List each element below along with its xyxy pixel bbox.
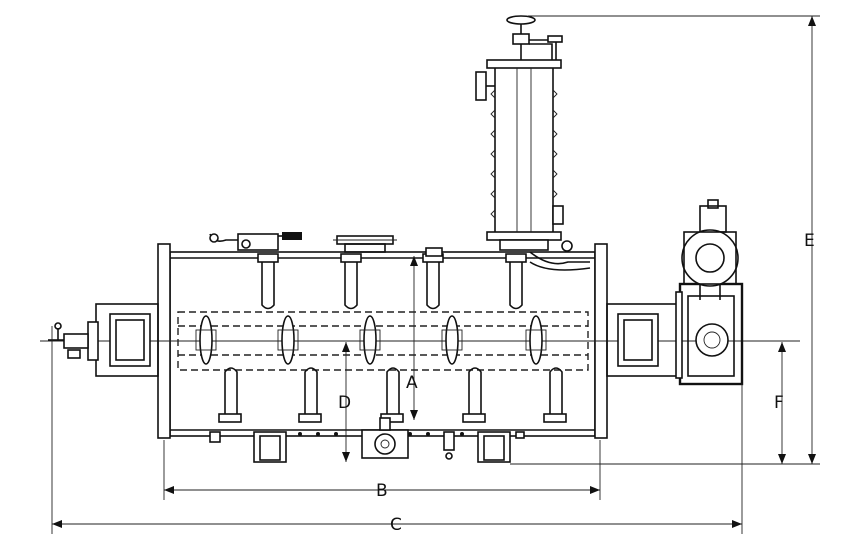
dimension-label-b: B	[376, 481, 388, 501]
dimension-f: F	[774, 342, 786, 464]
bottom-small-valves	[209, 431, 525, 460]
dimension-label-e: E	[804, 231, 815, 251]
discharge-chute	[529, 251, 591, 271]
dimension-label-a: A	[406, 373, 418, 393]
dimension-label-d: D	[338, 393, 351, 413]
vapor-condenser-column	[475, 59, 573, 252]
agitator-discs	[195, 315, 547, 365]
right-bearing-housing	[606, 303, 680, 377]
agitator-disc	[441, 315, 463, 365]
agitator-disc	[195, 315, 217, 365]
bottom-heating-pipes	[218, 367, 567, 423]
handwheel-valve-top	[506, 15, 563, 60]
dimension-c: C	[51, 326, 743, 535]
discharge-valve	[361, 417, 409, 459]
agitator-disc	[525, 315, 547, 365]
dimension-e: E	[510, 15, 820, 465]
dimension-d: D	[338, 342, 351, 462]
agitator-disc	[277, 315, 299, 365]
feed-valve-assembly	[209, 232, 302, 251]
dimension-label-f: F	[774, 393, 784, 413]
top-heating-pipes	[257, 253, 527, 310]
dimension-label-c: C	[390, 515, 402, 535]
top-small-nozzle	[425, 247, 443, 257]
drive-motor	[681, 199, 739, 300]
top-inlet-nozzle	[333, 235, 397, 253]
agitator-disc	[359, 315, 381, 365]
left-rotary-joint	[48, 322, 89, 359]
bottom-discharge-outlets	[253, 431, 511, 463]
gear-reducer	[675, 282, 744, 386]
left-bearing-housing	[87, 303, 159, 377]
dimension-a: A	[406, 256, 418, 420]
dimension-b: B	[163, 440, 601, 501]
